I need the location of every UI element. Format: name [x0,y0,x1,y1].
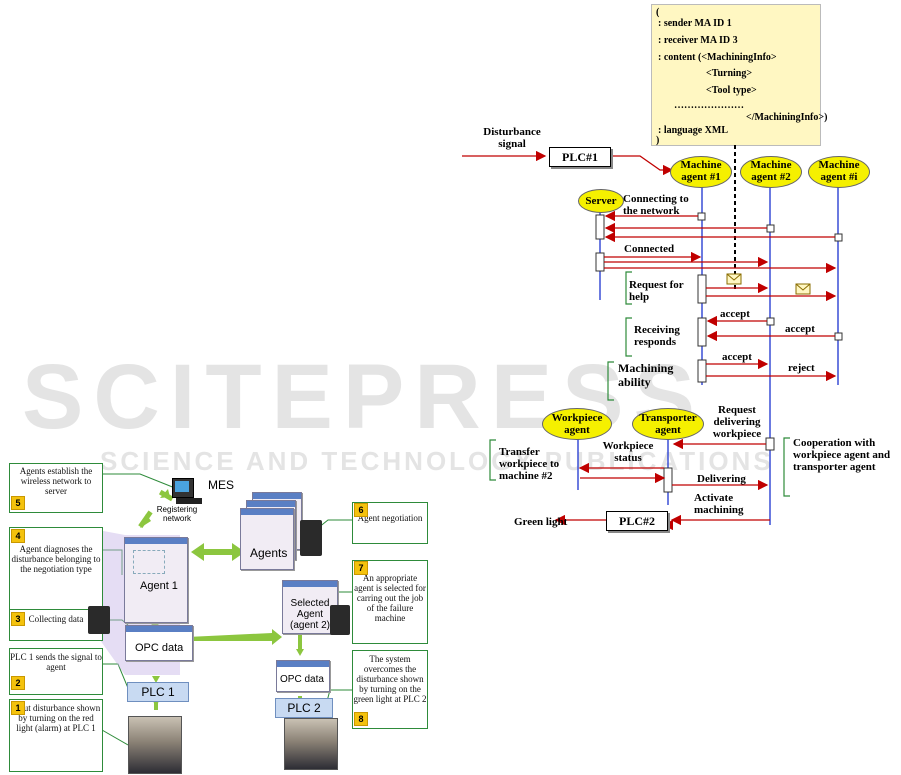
workpiece-status-text: Workpiece status [602,440,654,464]
machining-ability-label: Machining ability [618,361,688,389]
connecting-label: Connecting to the network [623,193,703,217]
opc-data-window-2 [276,660,330,692]
step-3-text: Collecting data [28,614,84,624]
step-7-text: An appropriate agent is selected for car… [354,573,426,623]
step-8-text: The system overcomes the disturbance sho… [353,654,427,704]
activate-machining-label: Activate machining [694,492,758,516]
green-light-label: Green light [514,516,568,528]
selected-agent-computer-icon [330,605,350,635]
opc-computer-icon [88,606,110,634]
machine-agent-1-node: Machine agent #1 [670,156,732,188]
opc-data-window-1 [125,625,193,661]
agent-1-graph-icon [133,550,165,574]
registering-network-label: Registering network [156,505,198,523]
request-delivering-text: Request delivering workpiece [712,404,762,440]
agents-window-front [240,508,294,570]
step-6-badge: 6 [354,503,368,517]
plc-2-box: PLC 2 [275,698,333,718]
msg-close: ) [656,135,660,146]
plc-2-node-label: PLC#2 [619,514,655,528]
selected-agent-label: Selected Agent (agent 2) [289,598,331,631]
plc-1-node-label: PLC#1 [562,150,598,164]
machine-agent-1-label: Machine agent #1 [680,159,722,183]
msg-receiver: : receiver MA ID 3 [658,35,738,46]
cooperation-label: Cooperation with workpiece agent and tra… [793,437,898,473]
msg-content: : content (<MachiningInfo> [658,52,777,63]
reject-label: reject [788,362,815,374]
receiving-responds-text: Receiving responds [634,324,680,348]
disturbance-signal-text: Disturbance signal [483,126,541,150]
delivering-label: Delivering [697,473,746,485]
workpiece-agent-node: Workpiece agent [542,408,612,440]
envelope-icons [726,273,811,295]
agent-1-label: Agent 1 [140,580,178,592]
step-5-badge: 5 [11,496,25,510]
accept-3-label: accept [722,351,752,363]
receiving-responds-label: Receiving responds [634,324,694,348]
transfer-text: Transfer workpiece to machine #2 [499,446,560,482]
plc-2-node: PLC#2 [606,511,668,531]
agents-label: Agents [250,546,288,560]
workpiece-status-label: Workpiece status [590,440,666,464]
cooperation-text: Cooperation with workpiece agent and tra… [793,437,891,473]
server-node: Server [578,189,624,213]
step-7-badge: 7 [354,561,368,575]
step-8-badge: 8 [354,712,368,726]
machining-ability-text: Machining ability [618,361,674,389]
agents-computer-icon [300,520,322,556]
msg-close-tag: </MachiningInfo>) [746,112,828,123]
disturbance-signal-label: Disturbance signal [477,126,547,150]
opc-data-2-label: OPC data [280,674,324,685]
msg-tool-type: <Tool type> [706,85,757,96]
msg-language: : language XML [658,125,728,136]
request-help-label: Request for help [629,279,687,303]
plc-2-photo [284,718,338,770]
step-1-text: Input disturbance shown by turning on th… [11,703,101,733]
activate-machining-text: Activate machining [694,492,744,516]
transporter-agent-label: Transporter agent [639,412,697,436]
workpiece-agent-label: Workpiece agent [551,412,603,436]
machine-agent-i-label: Machine agent #i [818,159,860,183]
server-label: Server [585,195,617,207]
plc-1-photo [128,716,182,774]
transporter-agent-node: Transporter agent [632,408,704,440]
step-5-text: Agents establish the wireless network to… [19,466,93,496]
msg-open: ( [656,7,660,18]
step-4-badge: 4 [11,529,25,543]
plc-1-node: PLC#1 [549,147,611,167]
connected-label: Connected [624,243,675,255]
msg-sender: : sender MA ID 1 [658,18,732,29]
watermark-sub: SCIENCE AND TECHNOLOGY PUBLICATIONS [100,446,774,476]
mes-label: MES [208,478,235,492]
request-help-text: Request for help [629,279,684,303]
transfer-label: Transfer workpiece to machine #2 [499,446,579,482]
opc-data-1-label: OPC data [135,642,184,654]
step-2-badge: 2 [11,676,25,690]
msg-ellipsis: ………………… [674,100,744,111]
machine-agent-i-node: Machine agent #i [808,156,870,188]
plc-1-box: PLC 1 [127,682,189,702]
mes-computer-icon [172,478,206,506]
machine-agent-2-label: Machine agent #2 [750,159,792,183]
step-8-box: The system overcomes the disturbance sho… [352,650,428,729]
request-delivering-label: Request delivering workpiece [706,404,768,440]
step-4-text: Agent diagnoses the disturbance belongin… [11,544,101,574]
acl-message-box: ( : sender MA ID 1 : receiver MA ID 3 : … [651,4,827,146]
step-6-text: Agent negotiation [357,513,423,523]
msg-turning: <Turning> [706,68,753,79]
machine-agent-2-node: Machine agent #2 [740,156,802,188]
agent-1-window [124,537,188,623]
step-1-badge: 1 [11,701,25,715]
connecting-text: Connecting to the network [623,193,689,217]
step-3-badge: 3 [11,612,25,626]
step-2-text: PLC 1 sends the signal to agent [10,652,102,672]
accept-2-label: accept [785,323,815,335]
accept-1-label: accept [720,308,750,320]
